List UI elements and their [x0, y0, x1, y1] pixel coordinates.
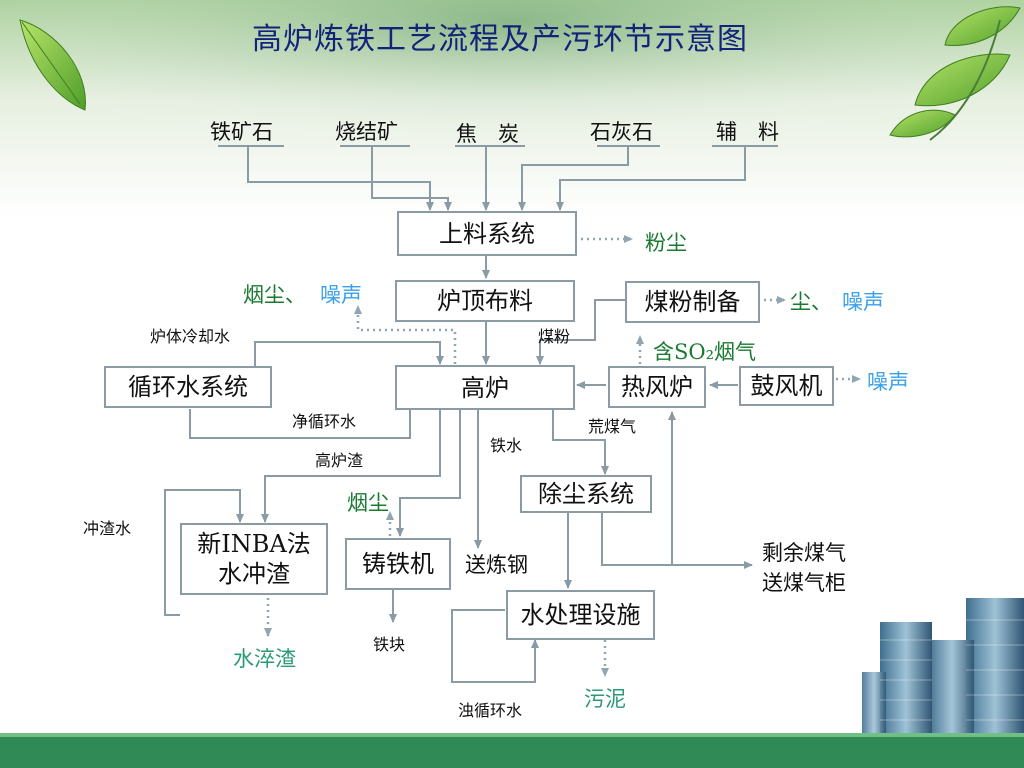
box-coal-powder-prep: 煤粉制备: [625, 281, 760, 323]
raw-material-limestone: 石灰石: [590, 120, 653, 144]
emission-smoke-dust-casting: 烟尘: [347, 491, 389, 515]
box-dust-removal: 除尘系统: [520, 475, 652, 513]
box-feeding-system: 上料系统: [397, 211, 577, 256]
label-coal-powder: 煤粉: [538, 327, 571, 346]
label-clean-circulating-water: 净循环水: [292, 412, 357, 431]
leaf-icon: [19, 19, 86, 111]
label-to-steelmaking: 送炼钢: [465, 553, 528, 577]
box-blower: 鼓风机: [739, 366, 834, 406]
emission-water-slag: 水淬渣: [233, 647, 296, 671]
footer-band: [0, 733, 1024, 768]
raw-material-sinter: 烧结矿: [335, 120, 398, 144]
emission-dust-coal: 尘、: [790, 290, 832, 314]
raw-material-coke: 焦 炭: [456, 122, 519, 146]
emission-so2-gas: 含SO₂烟气: [653, 340, 757, 364]
emission-dust: 粉尘: [645, 231, 687, 255]
label-slag-flush-water: 冲渣水: [83, 519, 132, 538]
label-blast-furnace-slag: 高炉渣: [315, 451, 364, 470]
label-surplus-gas: 剩余煤气 送煤气柜: [762, 541, 846, 596]
label-iron-block: 铁块: [373, 635, 406, 654]
box-pig-casting-machine: 铸铁机: [345, 538, 451, 590]
label-furnace-cooling-water: 炉体冷却水: [150, 327, 231, 346]
label-molten-iron: 铁水: [490, 436, 523, 455]
box-blast-furnace: 高炉: [395, 365, 575, 410]
box-water-treatment: 水处理设施: [506, 590, 655, 640]
emission-sludge: 污泥: [584, 687, 626, 711]
box-circulating-water: 循环水系统: [104, 366, 272, 408]
label-raw-gas: 荒煤气: [588, 417, 637, 436]
leaf-icon: [889, 6, 1021, 141]
raw-material-iron-ore: 铁矿石: [210, 120, 273, 144]
box-hot-stove: 热风炉: [608, 366, 706, 408]
label-dirty-circulating-water: 浊循环水: [458, 701, 523, 720]
raw-material-auxiliary: 辅 料: [716, 120, 779, 144]
box-top-charging: 炉顶布料: [395, 280, 575, 322]
emission-noise-coal: 噪声: [842, 290, 884, 314]
page-title: 高炉炼铁工艺流程及产污环节示意图: [252, 22, 748, 57]
box-inba-slag-flush: 新INBA法 水冲渣: [180, 523, 328, 595]
emission-noise-top: 噪声: [320, 283, 362, 307]
emission-smoke-dust: 烟尘、: [243, 283, 306, 307]
emission-noise-blower: 噪声: [867, 370, 909, 394]
